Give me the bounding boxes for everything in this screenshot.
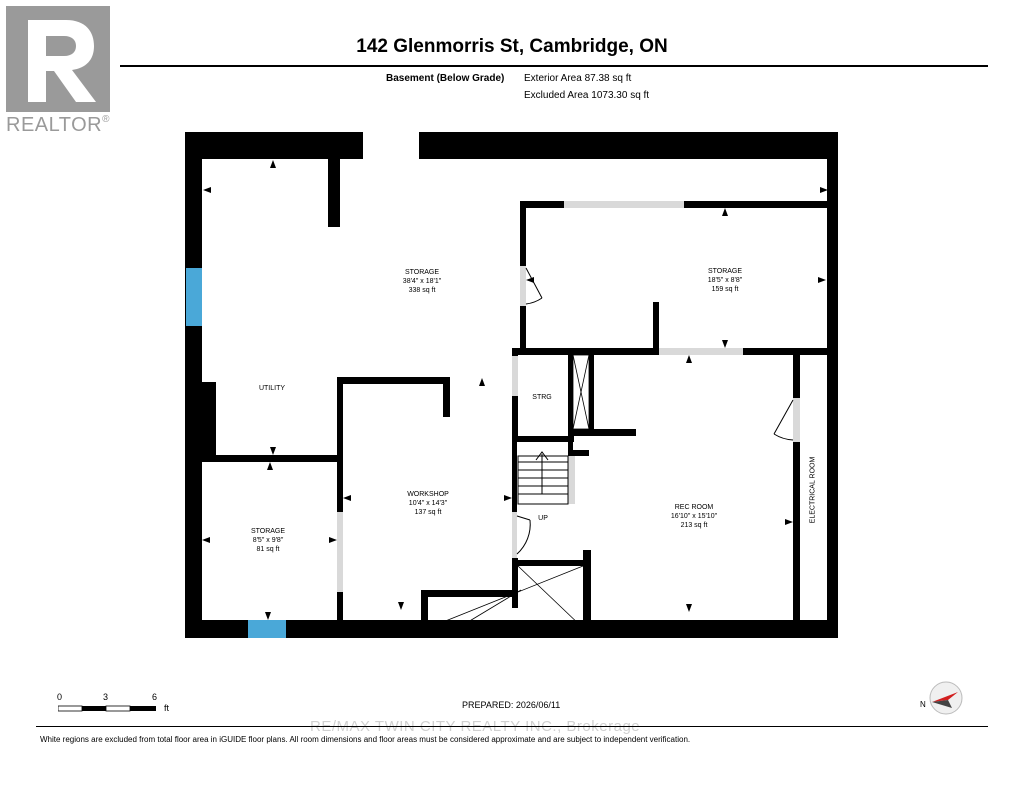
room-electrical: ELECTRICAL ROOM xyxy=(809,456,817,524)
room-name: WORKSHOP xyxy=(407,491,449,498)
scale-tick-3: 3 xyxy=(103,692,109,702)
footer-divider xyxy=(36,726,988,727)
floor-label: Basement (Below Grade) xyxy=(386,73,505,84)
header-divider xyxy=(120,65,988,67)
room-name: STRG xyxy=(532,394,552,401)
room-area: 338 sq ft xyxy=(408,287,436,294)
room-rec-room: REC ROOM 16'10" x 15'10" 213 sq ft xyxy=(671,503,717,530)
scale-tick-0: 0 xyxy=(57,692,63,702)
room-name: STORAGE xyxy=(707,268,743,275)
svg-text:N: N xyxy=(920,700,926,709)
room-area: 213 sq ft xyxy=(680,522,708,529)
room-storage-main: STORAGE 38'4" x 18'1" 338 sq ft xyxy=(403,268,441,295)
room-strg: STRG xyxy=(532,393,551,402)
realtor-logo-text: REALTOR® xyxy=(6,114,110,136)
room-storage-right: STORAGE 18'5" x 8'8" 159 sq ft xyxy=(708,267,743,294)
dimension-arrows xyxy=(202,160,828,620)
scale-unit: ft xyxy=(164,703,170,713)
scale-bar xyxy=(58,705,156,712)
excluded-area: Excluded Area 1073.30 sq ft xyxy=(524,90,650,101)
realtor-logo-icon xyxy=(6,6,110,112)
room-workshop: WORKSHOP 10'4" x 14'3" 137 sq ft xyxy=(407,490,449,517)
room-dims: 16'10" x 15'10" xyxy=(670,513,718,520)
exterior-area: Exterior Area 87.38 sq ft xyxy=(524,73,632,84)
room-area: 159 sq ft xyxy=(711,286,739,293)
scale-tick-6: 6 xyxy=(152,692,158,702)
compass-icon: N xyxy=(920,681,963,715)
openings xyxy=(337,201,800,592)
stairs xyxy=(517,451,569,505)
room-area: 137 sq ft xyxy=(414,509,442,516)
room-name: UTILITY xyxy=(258,385,286,392)
room-name: REC ROOM xyxy=(674,504,714,511)
room-name: STORAGE xyxy=(404,269,440,276)
stairs-up-label: UP xyxy=(538,515,548,522)
window xyxy=(186,268,202,326)
room-area: 81 sq ft xyxy=(256,546,280,553)
room-dims: 38'4" x 18'1" xyxy=(402,278,442,285)
room-name: STORAGE xyxy=(250,528,286,535)
window xyxy=(248,620,286,638)
room-dims: 18'5" x 8'8" xyxy=(707,277,743,284)
room-dims: 8'5" x 9'8" xyxy=(252,537,284,544)
room-dims: 10'4" x 14'3" xyxy=(408,500,448,507)
page-title: 142 Glenmorris St, Cambridge, ON xyxy=(356,36,668,57)
closet-marks xyxy=(427,354,590,629)
footer-disclaimer: White regions are excluded from total fl… xyxy=(40,735,691,744)
room-storage-small: STORAGE 8'5" x 9'8" 81 sq ft xyxy=(251,527,285,554)
door-swings xyxy=(516,267,794,555)
room-utility: UTILITY xyxy=(259,384,285,393)
prepared-date: PREPARED: 2026/06/11 xyxy=(462,700,561,710)
